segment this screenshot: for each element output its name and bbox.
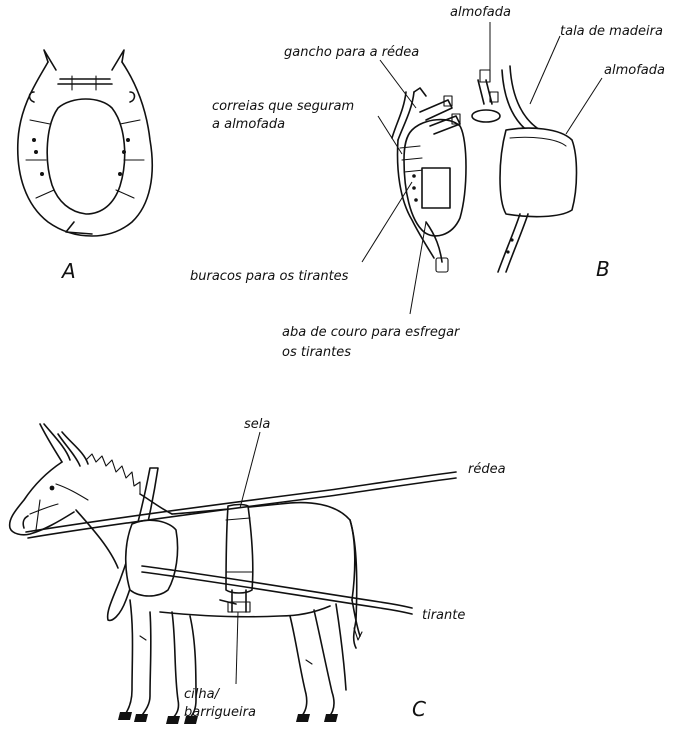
collar-front-view (18, 50, 153, 236)
collar-right-part (472, 66, 577, 272)
leader-cilha (236, 612, 238, 684)
label-tirante: tirante (422, 608, 465, 623)
label-tala-de-madeira: tala de madeira (560, 24, 663, 39)
label-buracos: buracos para os tirantes (190, 269, 349, 284)
label-sela: sela (244, 417, 270, 432)
trace-line-2 (142, 572, 412, 614)
leader-sela (240, 432, 260, 508)
donkey-illustration (10, 424, 362, 724)
leader-buracos (362, 182, 412, 262)
leader-tala (530, 36, 560, 104)
figure-a-label: A (60, 259, 76, 283)
label-aba-line2: os tirantes (282, 345, 351, 360)
label-correias-line2: a almofada (212, 117, 285, 132)
label-cilha-line2: barrigueira (184, 705, 256, 720)
leader-gancho (380, 60, 416, 108)
leader-almofada-right (566, 78, 602, 134)
label-correias-line1: correias que seguram (212, 99, 354, 114)
label-cilha-line1: cilha/ (184, 687, 221, 702)
label-almofada-top: almofada (450, 5, 511, 20)
donkey-saddle (220, 505, 253, 613)
figure-b-label: B (596, 257, 610, 281)
leader-aba (410, 222, 426, 314)
collar-left-part (392, 88, 466, 272)
donkey-collar (108, 468, 178, 620)
label-aba-line1: aba de couro para esfregar (282, 325, 461, 340)
trace-line-1 (142, 566, 412, 608)
label-redea: rédea (468, 462, 506, 477)
figure-c-label: C (412, 697, 426, 721)
label-gancho: gancho para a rédea (284, 45, 419, 60)
label-almofada-right: almofada (604, 63, 665, 78)
